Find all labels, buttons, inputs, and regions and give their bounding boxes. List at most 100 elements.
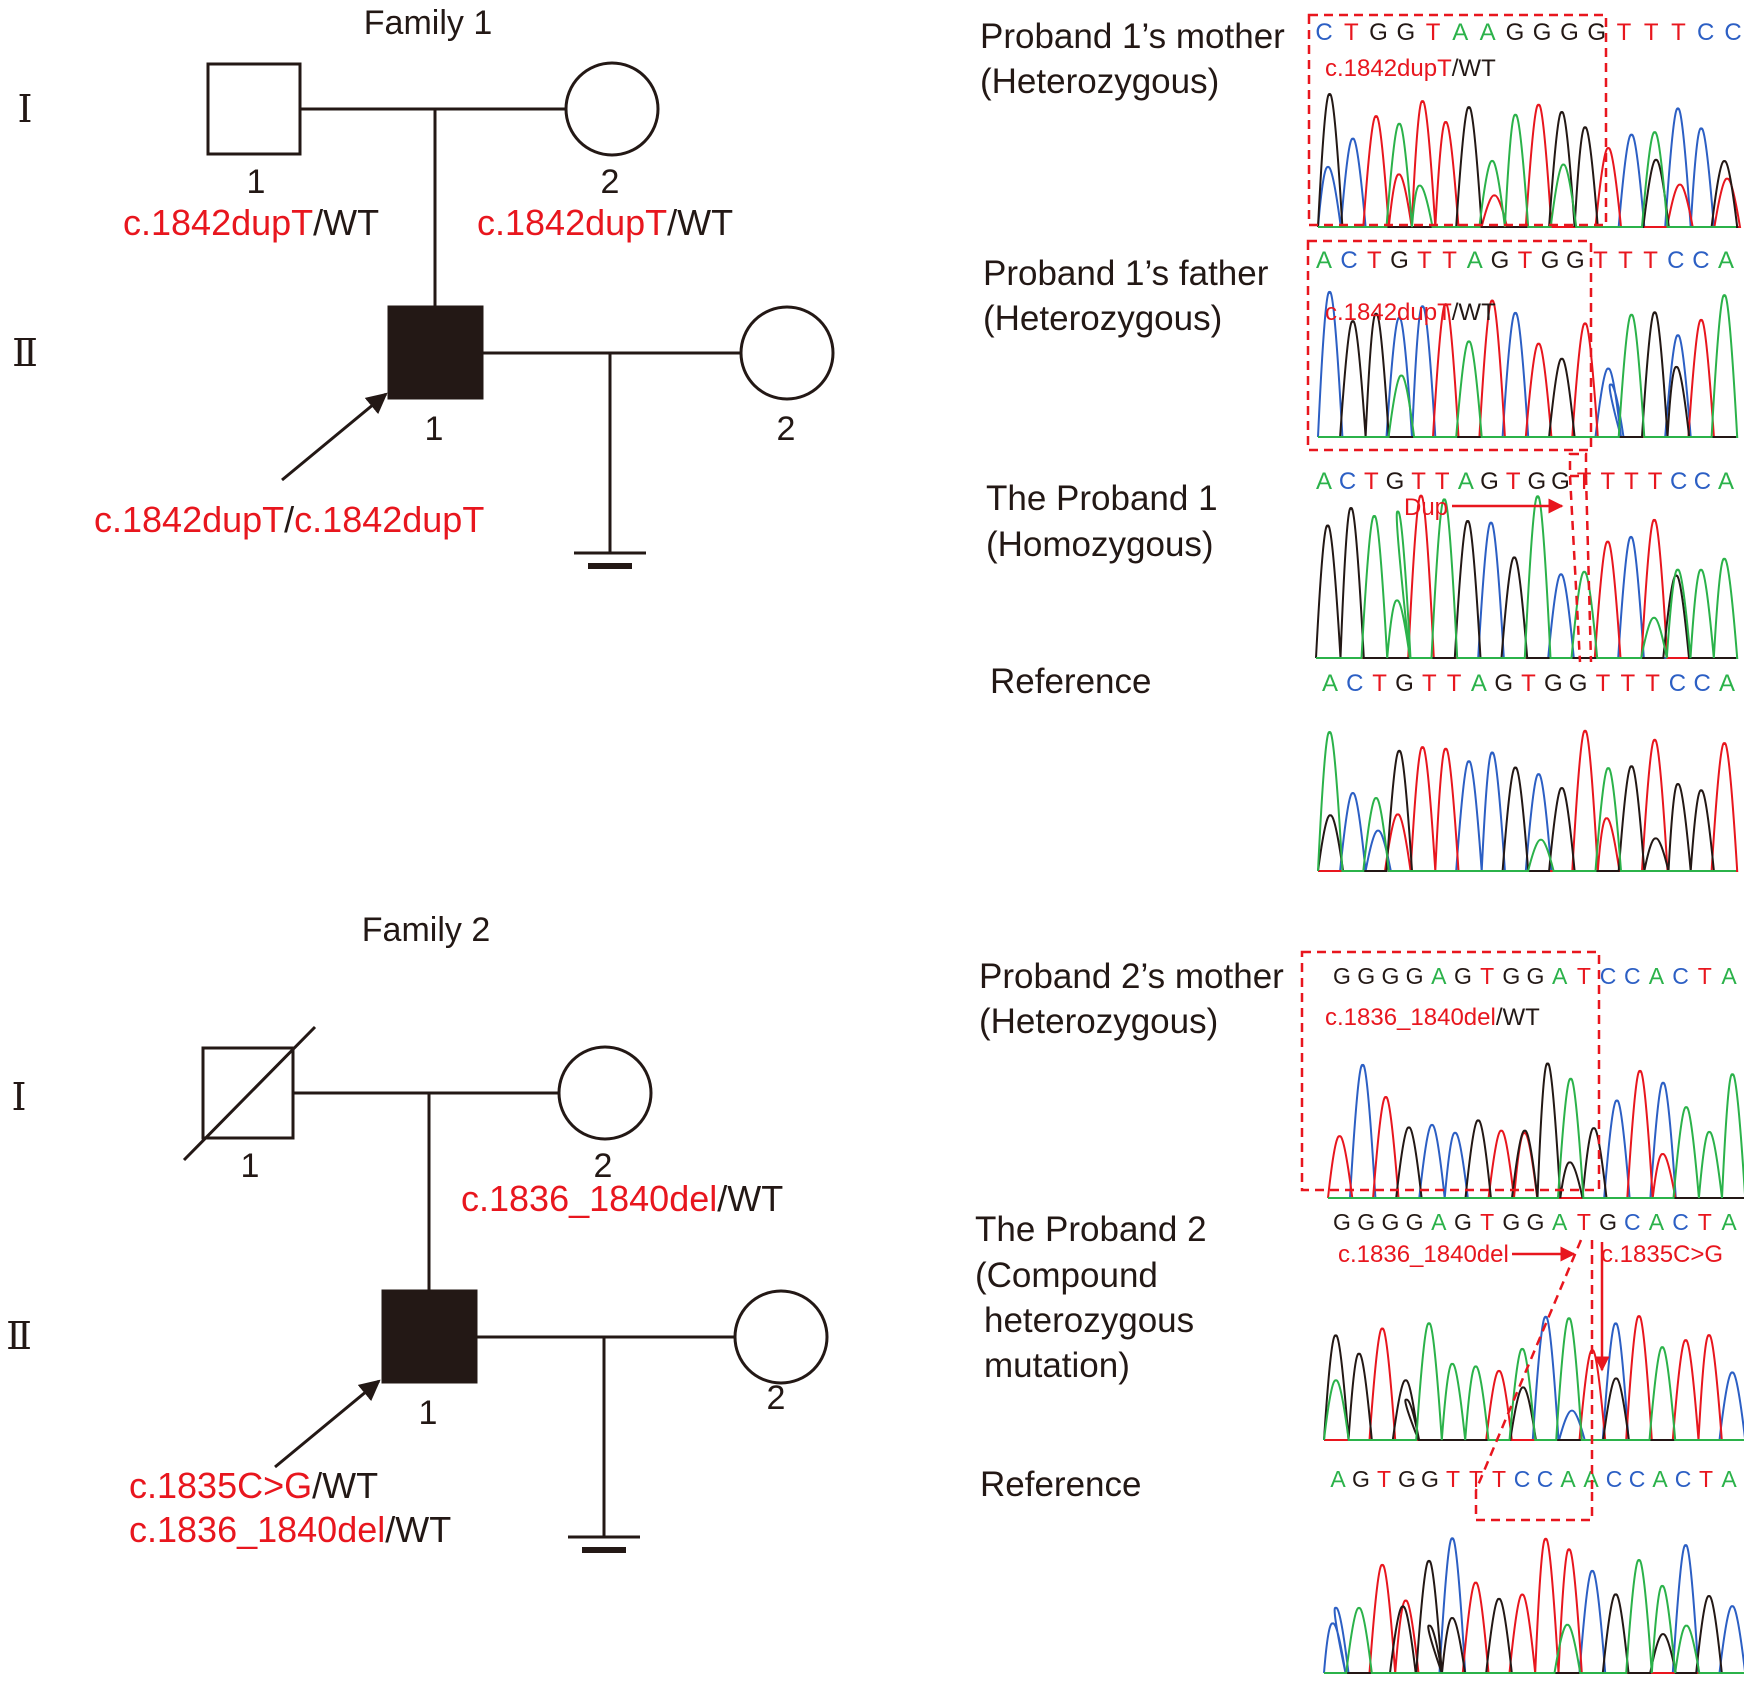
trace-label-proband-1-line-1: The Proband 1 — [986, 479, 1218, 518]
base-call: G — [1406, 963, 1424, 989]
base-call: A — [1467, 247, 1483, 274]
generation-label-II: Ⅱ — [12, 333, 38, 375]
family-2-proband-arrow — [274, 1379, 381, 1469]
base-call: G — [1333, 963, 1351, 989]
family-2-II-2-number: 2 — [767, 1379, 786, 1417]
base-call: A — [1322, 670, 1338, 697]
family-1-II-1-number: 1 — [425, 410, 444, 448]
base-call: A — [1721, 963, 1737, 989]
base-call: A — [1718, 468, 1734, 495]
base-call: G — [1560, 19, 1579, 46]
base-call: C — [1697, 19, 1714, 46]
base-call: G — [1352, 1466, 1370, 1492]
family-2-title: Family 2 — [362, 911, 490, 949]
generation-label-II-family-2: Ⅱ — [6, 1316, 32, 1358]
family-1-I-2-female-symbol — [564, 61, 660, 157]
base-call: G — [1502, 963, 1520, 989]
base-call: T — [1506, 468, 1521, 495]
highlight-box-p1-father — [1306, 239, 1593, 452]
chromatogram-channel — [1318, 100, 1742, 228]
annotation-p1-mother: c.1842dupT/WT — [1325, 55, 1496, 82]
base-call: G — [1502, 1209, 1520, 1235]
base-call: T — [1698, 963, 1712, 989]
base-call: A — [1316, 468, 1332, 495]
base-call: G — [1491, 247, 1510, 274]
base-call: T — [1492, 1466, 1506, 1492]
base-call: C — [1514, 1466, 1531, 1492]
base-call: T — [1624, 468, 1639, 495]
base-call: T — [1593, 247, 1608, 274]
family-1-I-2-number: 2 — [601, 163, 620, 201]
family-2-II-1-genotype-line-1: c.1835C>G/WT — [129, 1465, 378, 1506]
base-call: C — [1346, 670, 1363, 697]
highlight-box-proband-1-marker — [1568, 452, 1588, 478]
base-call: C — [1600, 963, 1617, 989]
generation-label-I-family-2: Ⅰ — [11, 1077, 26, 1119]
base-call: A — [1718, 247, 1734, 274]
base-call: T — [1344, 19, 1359, 46]
base-call: T — [1577, 468, 1592, 495]
family-1-I-1-number: 1 — [247, 163, 266, 201]
base-call: G — [1398, 1466, 1416, 1492]
base-call: C — [1692, 247, 1709, 274]
trace-label-p1-father-line-1: Proband 1’s father — [983, 254, 1269, 293]
del-reference-bracket — [1474, 1490, 1594, 1522]
family-1-II-1-affected-male-symbol — [387, 305, 484, 400]
chromatogram-channel — [1318, 294, 1739, 438]
base-call: G — [1494, 670, 1513, 697]
chromatogram-channel — [1316, 521, 1736, 659]
annotation-substitution: c.1835C>G — [1601, 1241, 1723, 1268]
family-2-pedigree: Family 2 Ⅰ Ⅱ 1 2 1 2 c.1836_1840del/WT c… — [6, 911, 829, 1553]
base-call: T — [1469, 1466, 1483, 1492]
chromatogram-channel — [1328, 1073, 1744, 1199]
base-call: C — [1606, 1466, 1623, 1492]
base-call: T — [1643, 247, 1658, 274]
chromatogram-reference-2 — [1323, 1537, 1744, 1674]
trace-label-proband-2-line-2: (Compound — [975, 1256, 1158, 1295]
chromatogram-channel — [1318, 113, 1736, 228]
base-call: C — [1339, 468, 1356, 495]
chromatogram-channel — [1318, 751, 1736, 872]
chromatogram-channel — [1317, 750, 1736, 872]
family-2-II-1-genotype-line-2: c.1836_1840del/WT — [129, 1509, 451, 1550]
chromatogram-proband-1 — [1315, 494, 1739, 659]
base-call: A — [1431, 963, 1447, 989]
base-call: C — [1670, 468, 1687, 495]
base-call: T — [1698, 1209, 1712, 1235]
base-call: A — [1316, 247, 1332, 274]
base-call: G — [1381, 1209, 1399, 1235]
base-call: G — [1386, 468, 1405, 495]
base-call: T — [1364, 468, 1379, 495]
chromatogram-p1-mother — [1317, 93, 1742, 228]
base-call: T — [1521, 670, 1536, 697]
base-call: G — [1357, 1209, 1375, 1235]
trace-label-p2-mother-line-1: Proband 2’s mother — [979, 957, 1284, 996]
base-call: T — [1426, 19, 1441, 46]
base-call: T — [1435, 468, 1450, 495]
mutation-annotation-text: c.1842dupT/WT c.1842dupT/WT Dup c.1836_1… — [1325, 55, 1723, 1268]
base-call: T — [1648, 468, 1663, 495]
base-call: A — [1480, 19, 1496, 46]
annotation-dup: Dup — [1404, 494, 1448, 521]
base-call: G — [1454, 1209, 1472, 1235]
chromatogram-channel — [1328, 1064, 1744, 1199]
base-call: G — [1390, 247, 1409, 274]
base-call: C — [1624, 963, 1641, 989]
family-1-I-1-genotype: c.1842dupT/WT — [123, 202, 379, 243]
base-call: C — [1667, 247, 1684, 274]
base-call: A — [1431, 1209, 1447, 1235]
base-call: T — [1577, 963, 1591, 989]
dup-alignment-line-b — [1584, 475, 1593, 663]
base-call: G — [1357, 963, 1375, 989]
chromatogram-proband-2 — [1323, 1315, 1744, 1441]
base-call: A — [1458, 468, 1474, 495]
base-call: T — [1699, 1466, 1713, 1492]
base-call: T — [1372, 670, 1387, 697]
base-call: T — [1618, 247, 1633, 274]
family-2-II-1-affected-male-symbol — [381, 1289, 478, 1384]
trace-label-proband-2-line-3: heterozygous — [984, 1301, 1194, 1340]
